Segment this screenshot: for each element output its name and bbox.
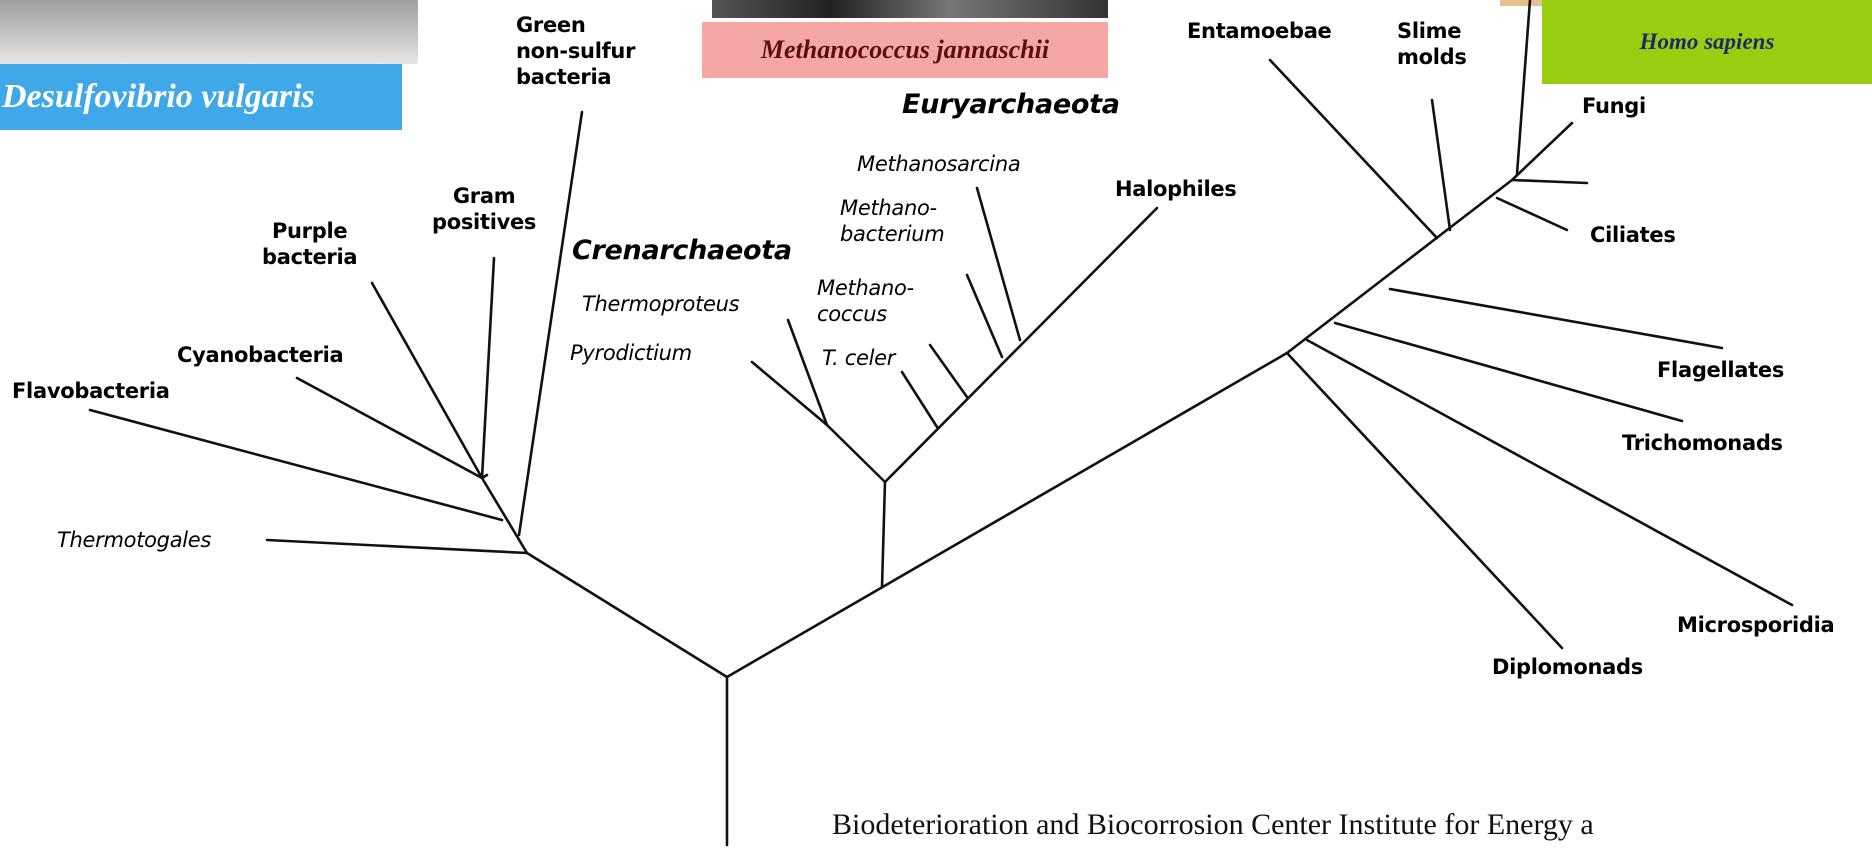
label-halophiles: Halophiles (1115, 176, 1237, 202)
label-pyrodictium: Pyrodictium (570, 340, 692, 366)
label-diplomonads: Diplomonads (1492, 654, 1643, 680)
label-purple-bacteria: Purple bacteria (262, 218, 357, 270)
label-entamoebae: Entamoebae (1187, 18, 1332, 44)
bacteria-stem (527, 553, 727, 677)
label-flagellates: Flagellates (1657, 357, 1784, 383)
label-crenarchaeota: Crenarchaeota (572, 238, 792, 264)
label-green-nonsulfur: Green non-sulfur bacteria (516, 12, 635, 90)
label-euryarchaeota: Euryarchaeota (902, 92, 1120, 118)
branch-methanococcus (930, 345, 967, 397)
branch-ciliates (1497, 198, 1567, 230)
branch-plants (1512, 180, 1587, 183)
tree-branches (90, 0, 1792, 845)
euryarchaeota-stem (885, 208, 1157, 482)
label-methanosarcina: Methanosarcina (857, 151, 1020, 177)
label-flavobacteria: Flavobacteria (12, 378, 170, 404)
main-stem (727, 353, 1287, 677)
label-methanobacterium: Methano- bacterium (840, 195, 944, 247)
crenarchaeota-stem (827, 425, 885, 482)
branch-t-celer (902, 372, 937, 427)
label-thermoproteus: Thermoproteus (582, 291, 739, 317)
label-microsporidia: Microsporidia (1677, 612, 1834, 638)
label-slime-molds: Slime molds (1397, 18, 1467, 70)
branch-thermotogales (267, 540, 527, 553)
footer-credit: Biodeterioration and Biocorrosion Center… (832, 808, 1594, 842)
branch-animals (1517, 0, 1530, 174)
branch-methanosarcina (977, 188, 1020, 340)
label-thermotogales: Thermotogales (57, 527, 211, 553)
label-trichomonads: Trichomonads (1622, 430, 1783, 456)
label-gram-positives: Gram positives (432, 183, 536, 235)
branch-flagellates (1390, 289, 1722, 348)
branch-entamoebae (1270, 60, 1437, 238)
label-fungi: Fungi (1582, 93, 1646, 119)
branch-diplomonads (1287, 353, 1562, 648)
branch-flavobacteria (90, 410, 502, 520)
eukarya-crown-stem (1287, 180, 1512, 353)
archaea-stem (882, 482, 885, 587)
label-t-celer: T. celer (822, 345, 895, 371)
branch-slime-molds (1432, 100, 1450, 230)
branch-gram-positives (482, 258, 494, 478)
label-cyanobacteria: Cyanobacteria (177, 342, 343, 368)
branch-green-nonsulfur (519, 112, 582, 535)
label-ciliates: Ciliates (1590, 222, 1676, 248)
branch-trichomonads (1335, 323, 1682, 421)
label-methanococcus: Methano- coccus (817, 275, 914, 327)
branch-methanobacterium (967, 275, 1002, 357)
